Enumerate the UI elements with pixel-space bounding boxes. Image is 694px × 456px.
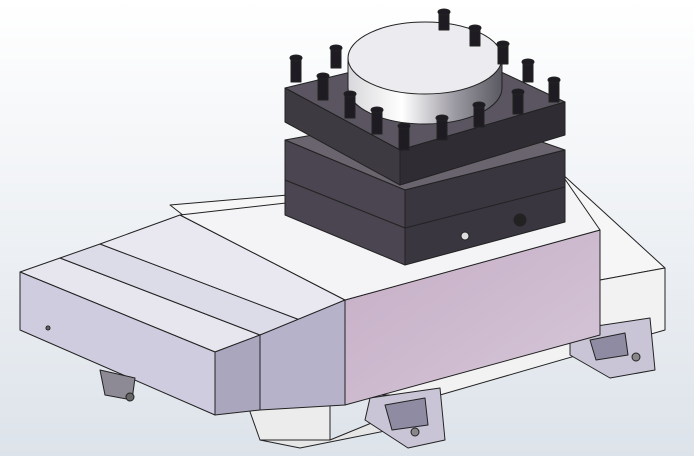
bolt-icon (397, 122, 411, 151)
bolt-icon (435, 114, 449, 141)
bolt-icon (329, 44, 343, 69)
cross-slide (19, 214, 346, 416)
tool-holder-cylinder (347, 21, 503, 125)
bolts (289, 8, 561, 151)
bolt-icon (289, 54, 303, 83)
bolt-icon (511, 88, 525, 115)
bolt-icon (343, 90, 357, 119)
bolt-icon (547, 76, 561, 103)
bolt-icon (370, 106, 384, 135)
bolt-icon (472, 101, 486, 128)
bolt-icon (468, 24, 482, 47)
bolt-icon (496, 40, 510, 65)
bolt-icon (316, 72, 330, 101)
bolt-icon (521, 58, 535, 83)
bolt-icon (437, 8, 451, 31)
mounting-bracket-front (364, 387, 446, 449)
